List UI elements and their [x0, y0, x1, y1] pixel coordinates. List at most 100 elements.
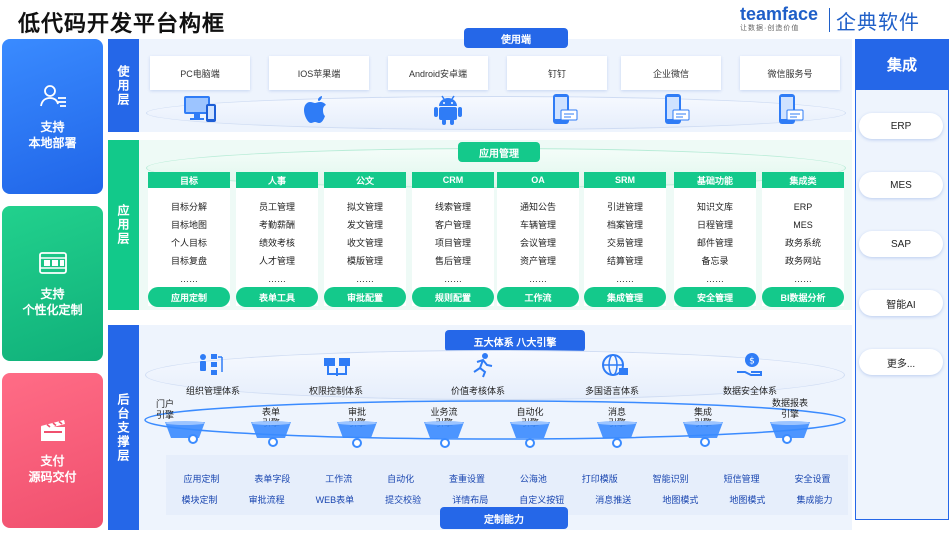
app-module-item: 人才管理	[258, 256, 295, 266]
capability-item: 地图模式	[662, 495, 699, 505]
integration-item-erp[interactable]: ERP	[859, 113, 943, 139]
capabilities-footer: 定制能力	[440, 507, 568, 529]
side-panel-custom: 支持 个性化定制	[2, 206, 103, 361]
engine-node	[700, 437, 710, 447]
layer-label-use: 使用层	[108, 39, 139, 132]
integration-item-sap[interactable]: SAP	[859, 231, 943, 257]
capability-item: 消息推送	[595, 495, 632, 505]
app-module-title: 人事	[236, 172, 318, 188]
app-feature-approval[interactable]: 审批配置	[324, 287, 406, 307]
app-feature-form-tool[interactable]: 表单工具	[236, 287, 318, 307]
app-module-item: 车辆管理	[519, 220, 556, 230]
capability-item: 应用定制	[183, 474, 220, 484]
app-feature-workflow[interactable]: 工作流	[497, 287, 579, 307]
app-module-item: 邮件管理	[696, 238, 733, 248]
app-feature-rules[interactable]: 规则配置	[412, 287, 494, 307]
use-layer-header: 使用端	[464, 28, 568, 48]
app-module-title: 基础功能	[674, 172, 756, 188]
app-feature-integration[interactable]: 集成管理	[584, 287, 666, 307]
engine-node	[268, 437, 278, 447]
capability-item: 自动化	[387, 474, 415, 484]
app-module-item: 知识文库	[696, 202, 733, 212]
app-module-title: 集成类	[762, 172, 844, 188]
capability-item: 地图模式	[729, 495, 766, 505]
capability-item: 智能识别	[652, 474, 689, 484]
app-module-item: 个人目标	[170, 238, 207, 248]
client-card-android: Android安卓端	[388, 56, 488, 90]
phone-icon	[665, 94, 690, 124]
app-module-item: 档案管理	[606, 220, 643, 230]
clapperboard-icon	[40, 419, 65, 441]
brand-logo: teamface 让数据·创造价值	[740, 4, 830, 33]
capabilities-row-2: 模块定制 审批流程 WEB表单 提交校验 详情布局 自定义按钮 消息推送 地图模…	[166, 493, 848, 506]
integration-item-mes[interactable]: MES	[859, 172, 943, 198]
engine-node	[352, 438, 362, 448]
app-feature-app-custom[interactable]: 应用定制	[148, 287, 230, 307]
capability-item: 模块定制	[181, 495, 218, 505]
app-module-item: 模版管理	[346, 256, 383, 266]
system-label-value: 价值考核体系	[451, 386, 506, 396]
app-module-oa: OA 通知公告 车辆管理 会议管理 资产管理 ……	[497, 172, 579, 306]
page-title: 低代码开发平台构框	[18, 11, 226, 36]
app-module-item: MES	[793, 220, 813, 230]
app-module-hr: 人事 员工管理 考勤薪酬 绩效考核 人才管理 ……	[236, 172, 318, 306]
capabilities-row-1: 应用定制 表单字段 工作流 自动化 查重设置 公海池 打印模版 智能识别 短信管…	[166, 472, 848, 485]
app-module-item: 收文管理	[346, 238, 383, 248]
engine-node	[188, 434, 198, 444]
integration-header: 集成	[855, 39, 949, 90]
app-feature-bi[interactable]: BI数据分析	[762, 287, 844, 307]
integration-item-more[interactable]: 更多...	[859, 349, 943, 375]
user-list-icon	[39, 84, 66, 107]
app-module-item: 日程管理	[696, 220, 733, 230]
brand-divider	[829, 8, 830, 32]
system-label-language: 多国语言体系	[585, 386, 640, 396]
app-module-item: 目标地图	[170, 220, 207, 230]
integration-panel	[855, 39, 949, 520]
engine-label-portal: 门户 引擎	[156, 399, 175, 420]
app-module-item: 通知公告	[519, 202, 556, 212]
engines-ring	[144, 400, 846, 440]
side-label-deploy: 支持 本地部署	[28, 119, 77, 150]
side-label-custom: 支持 个性化定制	[22, 286, 83, 317]
engine-node	[440, 438, 450, 448]
app-module-item: 引进管理	[606, 202, 643, 212]
app-module-item: 发文管理	[346, 220, 383, 230]
app-module-item: 线索管理	[434, 202, 471, 212]
engine-cup-icon	[683, 421, 723, 438]
app-module-item: ……	[616, 274, 634, 284]
engine-node	[612, 438, 622, 448]
engine-node	[782, 434, 792, 444]
app-module-integration: 集成类 ERP MES 政务系统 政务网站 ……	[762, 172, 844, 306]
app-module-item: ……	[794, 274, 812, 284]
app-module-item: ……	[180, 274, 198, 284]
app-module-title: CRM	[412, 172, 494, 188]
app-module-crm: CRM 线索管理 客户管理 项目管理 售后管理 ……	[412, 172, 494, 306]
permission-icon	[324, 358, 350, 376]
engine-label-report: 数据报表 引擎	[771, 398, 808, 419]
apple-icon	[304, 96, 326, 123]
system-label-org: 组织管理体系	[186, 386, 241, 396]
running-person-icon	[473, 353, 493, 378]
engine-cup-icon	[165, 421, 205, 438]
brand-name: teamface	[740, 4, 819, 24]
engine-cup-icon	[424, 421, 464, 438]
app-module-item: 目标复盘	[170, 256, 207, 266]
capability-item: 安全设置	[794, 474, 831, 484]
app-module-item: 项目管理	[434, 238, 471, 248]
app-module-title: 目标	[148, 172, 230, 188]
app-module-item: ……	[706, 274, 724, 284]
app-module-item: 政务网站	[784, 256, 821, 266]
app-module-item: ……	[444, 274, 462, 284]
app-module-srm: SRM 引进管理 档案管理 交易管理 结算管理 ……	[584, 172, 666, 306]
app-feature-security[interactable]: 安全管理	[674, 287, 756, 307]
side-panel-source: 支付 源码交付	[2, 373, 103, 528]
capability-item: 审批流程	[248, 495, 285, 505]
capability-item: 查重设置	[449, 474, 486, 484]
capability-item: WEB表单	[315, 495, 355, 505]
integration-item-ai[interactable]: 智能AI	[859, 290, 943, 316]
app-module-item: ……	[268, 274, 286, 284]
org-chart-icon	[200, 354, 223, 375]
engine-cup-icon	[337, 421, 377, 438]
system-label-permission: 权限控制体系	[309, 386, 364, 396]
client-card-wechat: 微信服务号	[740, 56, 840, 90]
